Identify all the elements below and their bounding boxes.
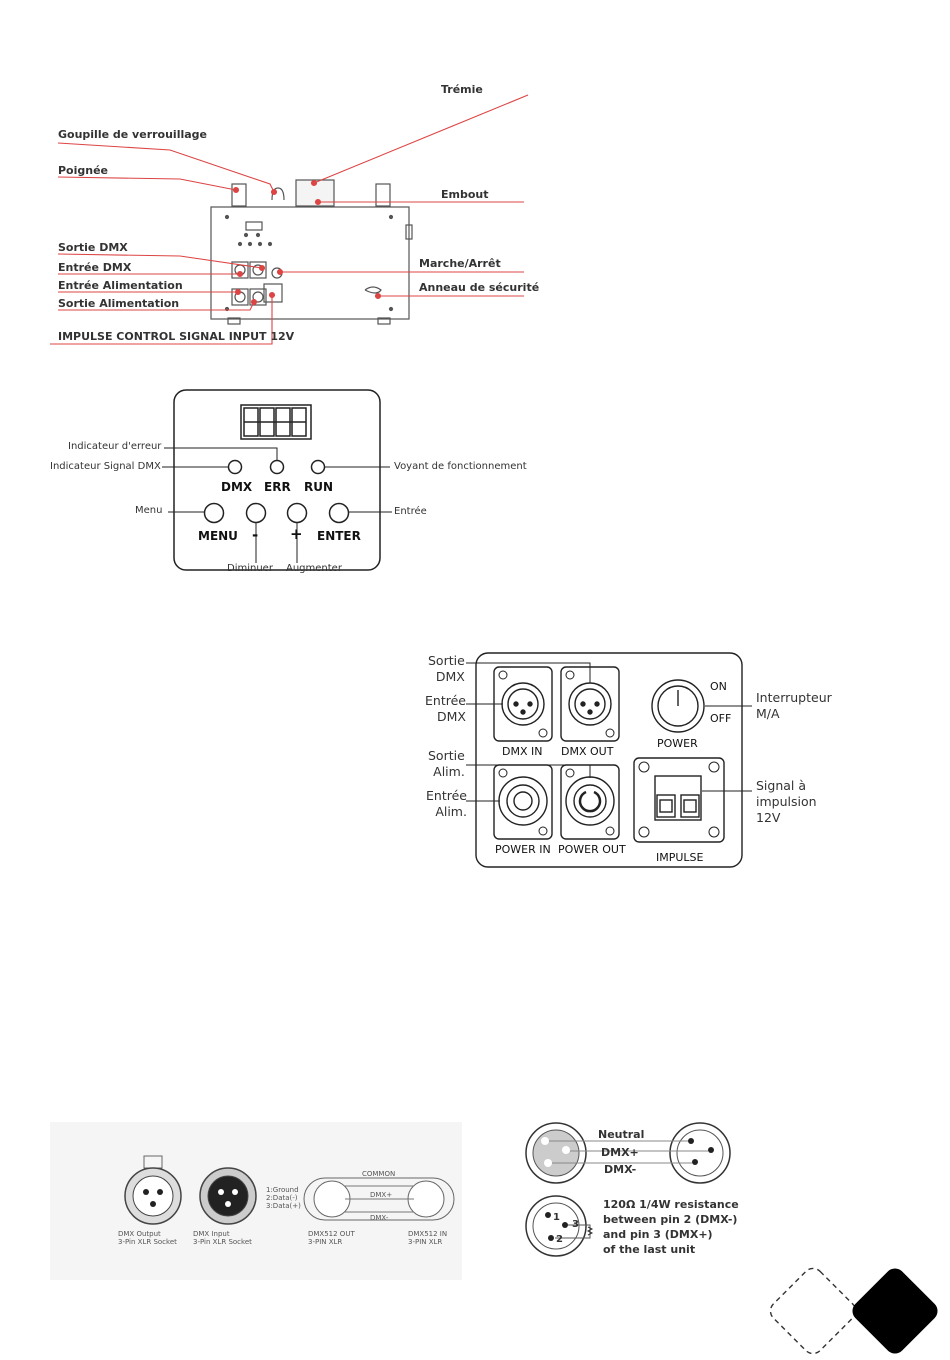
- panel-label-menu: MENU: [198, 529, 238, 543]
- label-impulse-input: IMPULSE CONTROL SIGNAL INPUT 12V: [58, 330, 295, 343]
- rear-panel-on: ON: [710, 680, 727, 693]
- panel-label-err: ERR: [264, 480, 291, 494]
- label-entree-dmx: Entrée DMX: [58, 261, 132, 274]
- rear-panel-dmx-out: DMX OUT: [561, 745, 614, 758]
- rear-panel-power-out: POWER OUT: [558, 843, 626, 856]
- label-menu-callout: Menu: [135, 505, 163, 516]
- panel-label-dmx: DMX: [221, 480, 253, 494]
- panel-label-minus: -: [252, 526, 259, 544]
- wiring-terminator-note: 120Ω 1/4W resistance between pin 2 (DMX-…: [603, 1198, 739, 1256]
- label-err-indicator: Indicateur d'erreur: [68, 441, 162, 452]
- wiring-label-neutral: Neutral: [598, 1128, 645, 1141]
- wiring-label-dmx512-in: DMX512 IN 3-PIN XLR: [408, 1230, 448, 1246]
- wiring-label-dmx-plus: DMX+: [370, 1191, 393, 1199]
- dmx-wiring-right: [525, 1122, 731, 1257]
- rear-panel-screws: [498, 670, 720, 838]
- rear-panel-off: OFF: [710, 712, 732, 725]
- wiring-label-dmx-minus: DMX-: [370, 1214, 389, 1222]
- control-panel-callout-lines: [162, 447, 392, 563]
- wiring-pin-3: 3: [572, 1219, 579, 1230]
- label-minus-callout: Diminuer: [227, 563, 273, 574]
- label-entree-alim: Entrée Alimentation: [58, 279, 183, 292]
- dmx-wiring-left: [50, 1122, 462, 1280]
- rear-label-signal: Signal à impulsion 12V: [756, 778, 817, 825]
- wiring-label-dmx-minus-wire: DMX-: [604, 1163, 637, 1176]
- rear-label-sortie-alim: Sortie Alim.: [428, 748, 465, 779]
- label-sortie-dmx: Sortie DMX: [58, 241, 128, 254]
- rear-label-interrupteur: Interrupteur M/A: [756, 690, 832, 721]
- panel-label-plus: +: [290, 525, 303, 543]
- wiring-label-dmx512-out: DMX512 OUT 3-PIN XLR: [308, 1230, 355, 1246]
- machine-callout-lines: [50, 94, 529, 345]
- label-embout: Embout: [441, 188, 489, 201]
- rear-panel-power: POWER: [657, 737, 698, 750]
- rear-label-sortie-dmx: Sortie DMX: [428, 653, 465, 684]
- label-tremie: Trémie: [441, 83, 483, 96]
- control-panel-drawing: [173, 389, 381, 571]
- wiring-label-dmx-plus-wire: DMX+: [601, 1146, 639, 1159]
- label-anneau: Anneau de sécurité: [419, 281, 540, 294]
- label-plus-callout: Augmenter: [286, 563, 342, 574]
- wiring-label-dmx-input: DMX Input 3-Pin XLR Socket: [193, 1230, 252, 1246]
- panel-label-enter: ENTER: [317, 529, 361, 543]
- wiring-label-common: COMMON: [362, 1170, 396, 1178]
- label-dmx-indicator: Indicateur Signal DMX: [50, 461, 161, 472]
- rear-panel-dmx-in: DMX IN: [502, 745, 543, 758]
- label-run-indicator: Voyant de fonctionnement: [394, 461, 527, 472]
- rear-panel-power-in: POWER IN: [495, 843, 551, 856]
- wiring-label-pin-list: 1:Ground 2:Data(-) 3:Data(+): [266, 1186, 301, 1210]
- panel-label-run: RUN: [304, 480, 334, 494]
- label-goupille: Goupille de verrouillage: [58, 128, 207, 141]
- wiring-pin-1: 1: [553, 1212, 560, 1223]
- rear-label-entree-alim: Entrée Alim.: [426, 788, 467, 819]
- label-marche-arret: Marche/Arrêt: [419, 257, 501, 270]
- label-enter-callout: Entrée: [394, 506, 427, 517]
- wiring-label-dmx-output: DMX Output 3-Pin XLR Socket: [118, 1230, 177, 1246]
- corner-decoration: [769, 1267, 938, 1355]
- label-poignee: Poignée: [58, 164, 109, 177]
- rear-panel-impulse: IMPULSE: [656, 851, 704, 864]
- rear-panel-callout-lines: [466, 662, 752, 802]
- label-sortie-alim: Sortie Alimentation: [58, 297, 180, 310]
- wiring-pin-2: 2: [556, 1234, 563, 1245]
- rear-label-entree-dmx: Entrée DMX: [425, 693, 466, 724]
